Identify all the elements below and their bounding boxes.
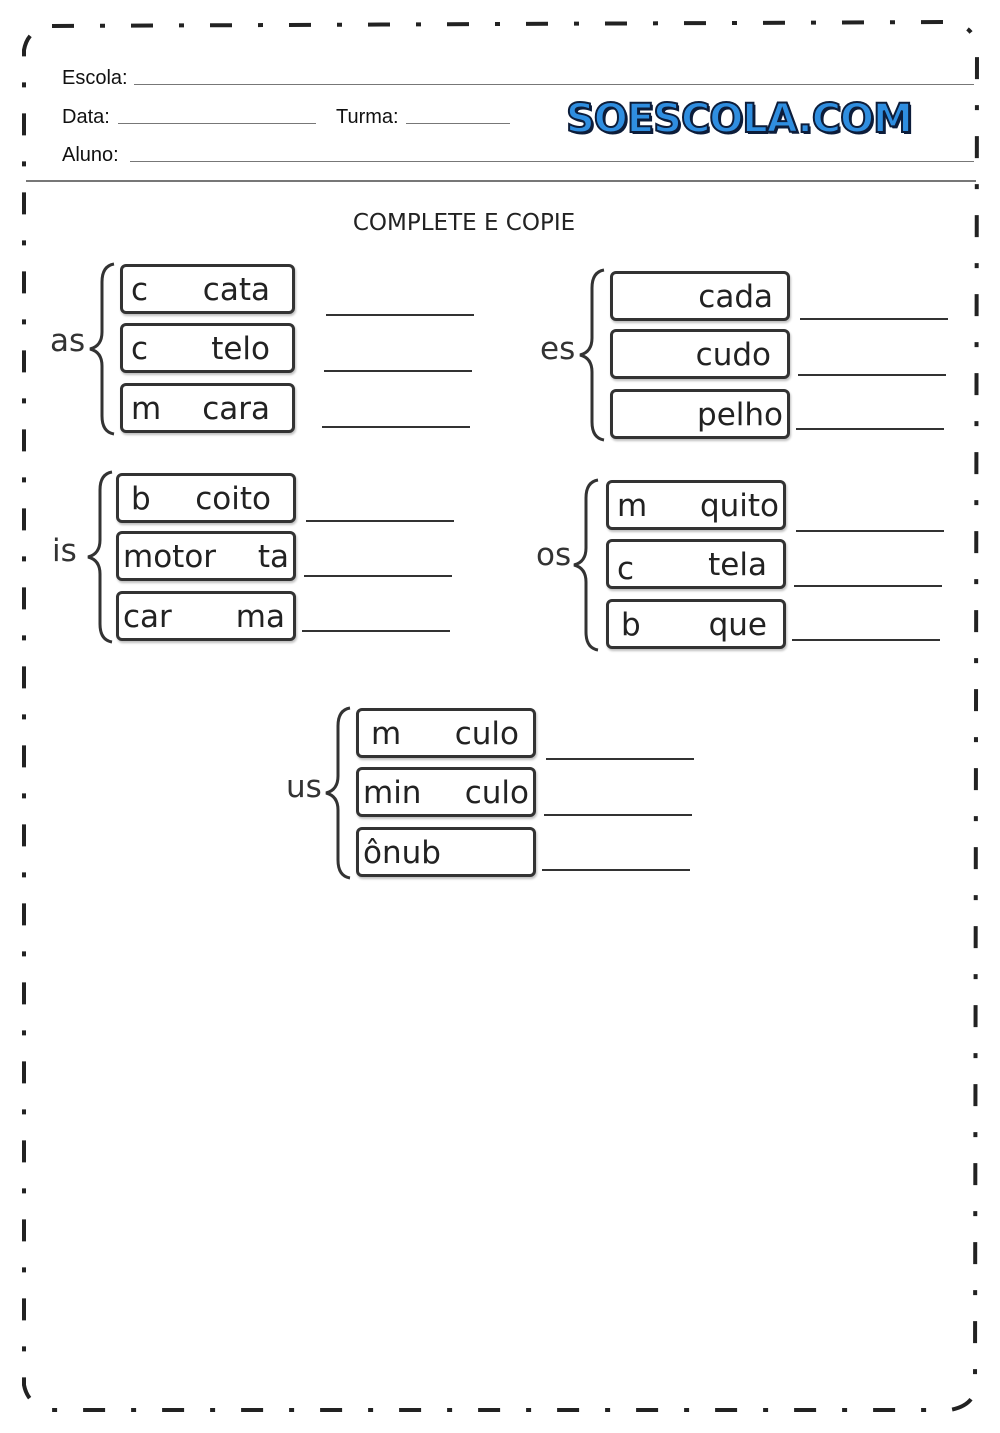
- box-left-text: m: [617, 488, 648, 524]
- answer-line[interactable]: [324, 370, 472, 372]
- box-left-text: car: [123, 599, 172, 635]
- answer-line[interactable]: [546, 758, 694, 760]
- syllable-box: min culo: [356, 767, 536, 817]
- box-right-text: cata: [202, 272, 270, 308]
- answer-line[interactable]: [794, 585, 942, 587]
- escola-label: Escola:: [62, 67, 128, 89]
- box-right-text: pelho: [697, 397, 783, 433]
- box-left-text: b: [131, 481, 151, 517]
- box-right-text: que: [708, 607, 767, 643]
- syllable-box: c cata: [120, 264, 295, 314]
- brace-icon: [573, 478, 599, 652]
- box-left-text: c: [131, 272, 149, 308]
- box-right-text: culo: [454, 716, 519, 752]
- syllable-box: b que: [606, 599, 786, 649]
- box-right-text: cada: [698, 279, 773, 315]
- turma-field[interactable]: [406, 123, 510, 124]
- escola-field[interactable]: [134, 84, 974, 85]
- turma-label: Turma:: [336, 106, 399, 128]
- group-prefix: is: [52, 533, 77, 569]
- brace-icon: [579, 268, 605, 442]
- box-left-text: motor: [123, 539, 217, 575]
- box-right-text: telo: [211, 331, 270, 367]
- answer-line[interactable]: [544, 814, 692, 816]
- aluno-label: Aluno:: [62, 144, 119, 166]
- brace-icon: [87, 470, 113, 644]
- syllable-box: c tela: [606, 539, 786, 589]
- site-logo: SOESCOLA.COM: [565, 95, 914, 143]
- box-left-text: b: [621, 607, 641, 643]
- data-label: Data:: [62, 106, 110, 128]
- group-prefix: us: [286, 769, 322, 805]
- answer-line[interactable]: [542, 869, 690, 871]
- syllable-box: b coito: [116, 473, 296, 523]
- syllable-box: m quito: [606, 480, 786, 530]
- header-divider: [26, 180, 976, 182]
- syllable-box: cudo: [610, 329, 790, 379]
- box-left-text: m: [131, 391, 162, 427]
- syllable-box: pelho: [610, 389, 790, 439]
- syllable-box: motor ta: [116, 531, 296, 581]
- box-left-text: min: [363, 775, 422, 811]
- syllable-box: ônub: [356, 827, 536, 877]
- box-right-text: tela: [708, 547, 767, 583]
- box-left-text: c: [131, 331, 149, 367]
- syllable-box: cada: [610, 271, 790, 321]
- answer-line[interactable]: [302, 630, 450, 632]
- box-left-text: c: [617, 551, 635, 587]
- box-right-text: cara: [202, 391, 270, 427]
- syllable-box: m culo: [356, 708, 536, 758]
- box-right-text: quito: [699, 488, 779, 524]
- box-right-text: culo: [464, 775, 529, 811]
- group-prefix: es: [540, 331, 576, 367]
- answer-line[interactable]: [306, 520, 454, 522]
- answer-line[interactable]: [796, 428, 944, 430]
- worksheet-title: COMPLETE E COPIE: [352, 210, 576, 236]
- answer-line[interactable]: [798, 374, 946, 376]
- box-right-text: ta: [257, 539, 289, 575]
- answer-line[interactable]: [326, 314, 474, 316]
- answer-line[interactable]: [322, 426, 470, 428]
- brace-icon: [89, 262, 115, 436]
- answer-line[interactable]: [796, 530, 944, 532]
- group-prefix: as: [50, 323, 86, 359]
- group-prefix: os: [536, 537, 572, 573]
- brace-icon: [325, 706, 351, 880]
- box-right-text: cudo: [695, 337, 771, 373]
- aluno-field[interactable]: [130, 161, 974, 162]
- syllable-box: car ma: [116, 591, 296, 641]
- box-left-text: m: [371, 716, 402, 752]
- box-left-text: ônub: [363, 835, 441, 871]
- syllable-box: c telo: [120, 323, 295, 373]
- syllable-box: m cara: [120, 383, 295, 433]
- answer-line[interactable]: [792, 639, 940, 641]
- box-right-text: ma: [235, 599, 285, 635]
- box-right-text: coito: [195, 481, 271, 517]
- answer-line[interactable]: [800, 318, 948, 320]
- data-field[interactable]: [118, 123, 316, 124]
- answer-line[interactable]: [304, 575, 452, 577]
